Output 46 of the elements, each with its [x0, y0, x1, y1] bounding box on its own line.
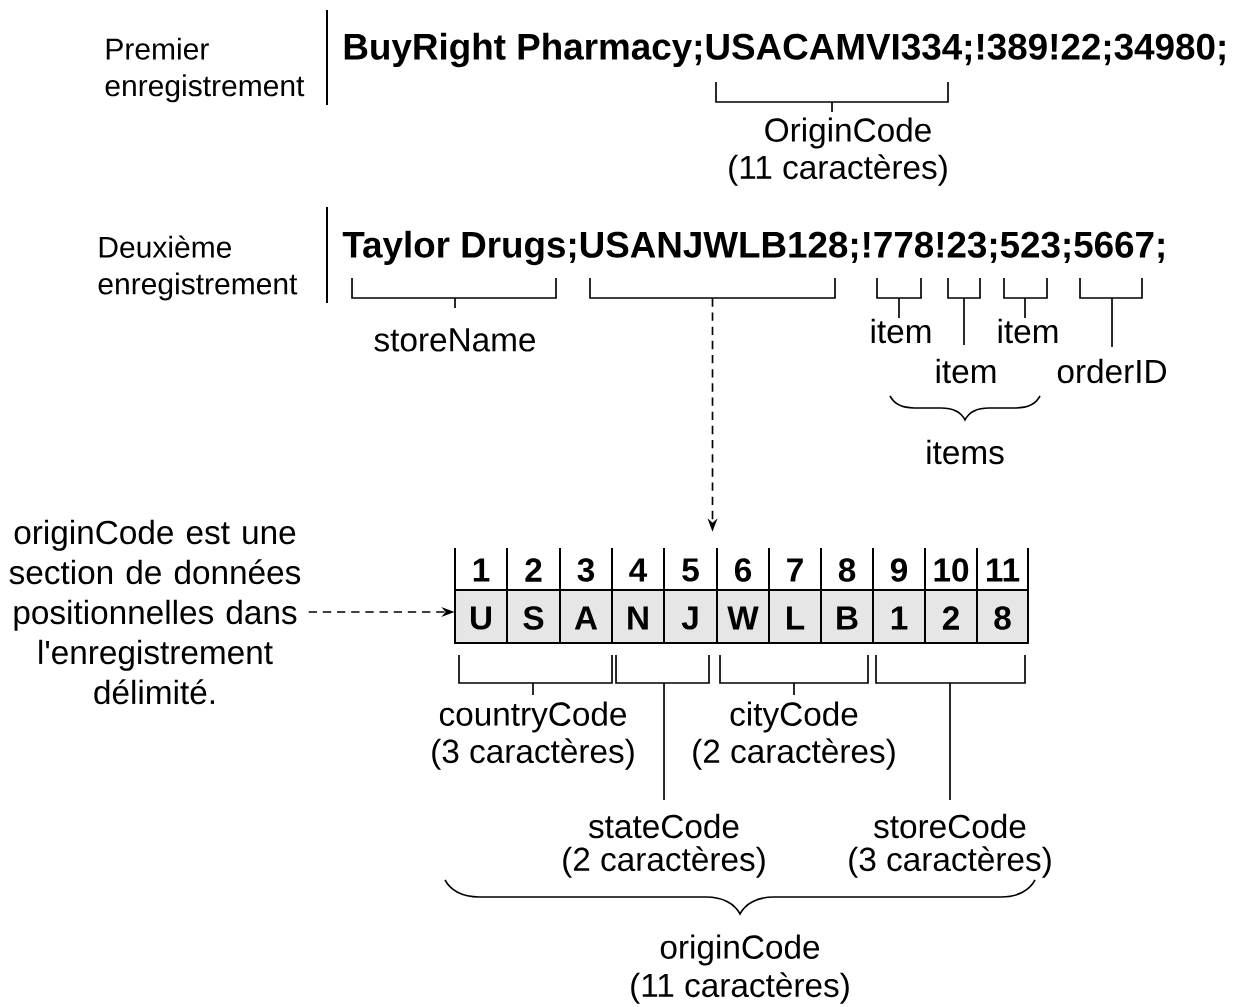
- position-number: 11: [987, 558, 1020, 582]
- field-label: countryCode: [439, 701, 626, 733]
- character: A: [574, 606, 598, 630]
- position-number: 8: [838, 558, 856, 582]
- field-label: OriginCode: [765, 117, 931, 149]
- field-label: item: [936, 358, 996, 384]
- bracket: [589, 277, 836, 299]
- character: 2: [942, 606, 959, 630]
- field-label: orderID: [1057, 358, 1166, 384]
- character: W: [727, 606, 759, 630]
- length-label: (3 caractères): [432, 738, 634, 770]
- position-number: 2: [525, 558, 542, 582]
- position-number: 7: [787, 558, 803, 582]
- character: U: [471, 606, 491, 630]
- character: 1: [891, 606, 908, 630]
- length-label: (11 caractères): [729, 154, 947, 186]
- position-number: 6: [734, 558, 752, 582]
- position-number: 5: [682, 558, 699, 582]
- field-label: storeName: [374, 328, 535, 352]
- field-label: item: [998, 318, 1058, 344]
- character: 8: [994, 606, 1011, 630]
- field-label: cityCode: [730, 701, 858, 733]
- field-label: stateCode: [588, 813, 739, 839]
- length-label: (2 caractères): [693, 738, 895, 770]
- field-label: item: [871, 318, 931, 344]
- character: J: [681, 606, 698, 630]
- field-label: storeCode: [874, 813, 1026, 839]
- record-text: BuyRight Pharmacy;USACAMVI334;!389!22;34980;: [344, 32, 1225, 68]
- position-number: 4: [629, 558, 648, 582]
- position-number: 10: [934, 558, 969, 582]
- field-label: items: [927, 439, 1004, 465]
- character: N: [628, 606, 648, 630]
- record-label: Deuxième enregistrement: [98, 235, 298, 301]
- field-label: originCode: [660, 934, 820, 966]
- length-label: (3 caractères): [849, 846, 1051, 878]
- record-label: Premier enregistrement: [105, 37, 305, 103]
- position-number: 1: [473, 558, 490, 582]
- length-label: (2 caractères): [563, 846, 765, 878]
- character: S: [523, 606, 544, 630]
- character: B: [837, 606, 858, 630]
- record-text: Taylor Drugs;USANJWLB128;!778!23;523;5667;: [342, 230, 1164, 266]
- character: L: [787, 606, 805, 630]
- length-label: (11 caractères): [631, 972, 849, 1004]
- position-number: 3: [577, 558, 595, 582]
- position-number: 9: [890, 558, 908, 582]
- note-text: originCode est une section de données positionnelles dans l'enregistrement délimité.: [9, 519, 301, 705]
